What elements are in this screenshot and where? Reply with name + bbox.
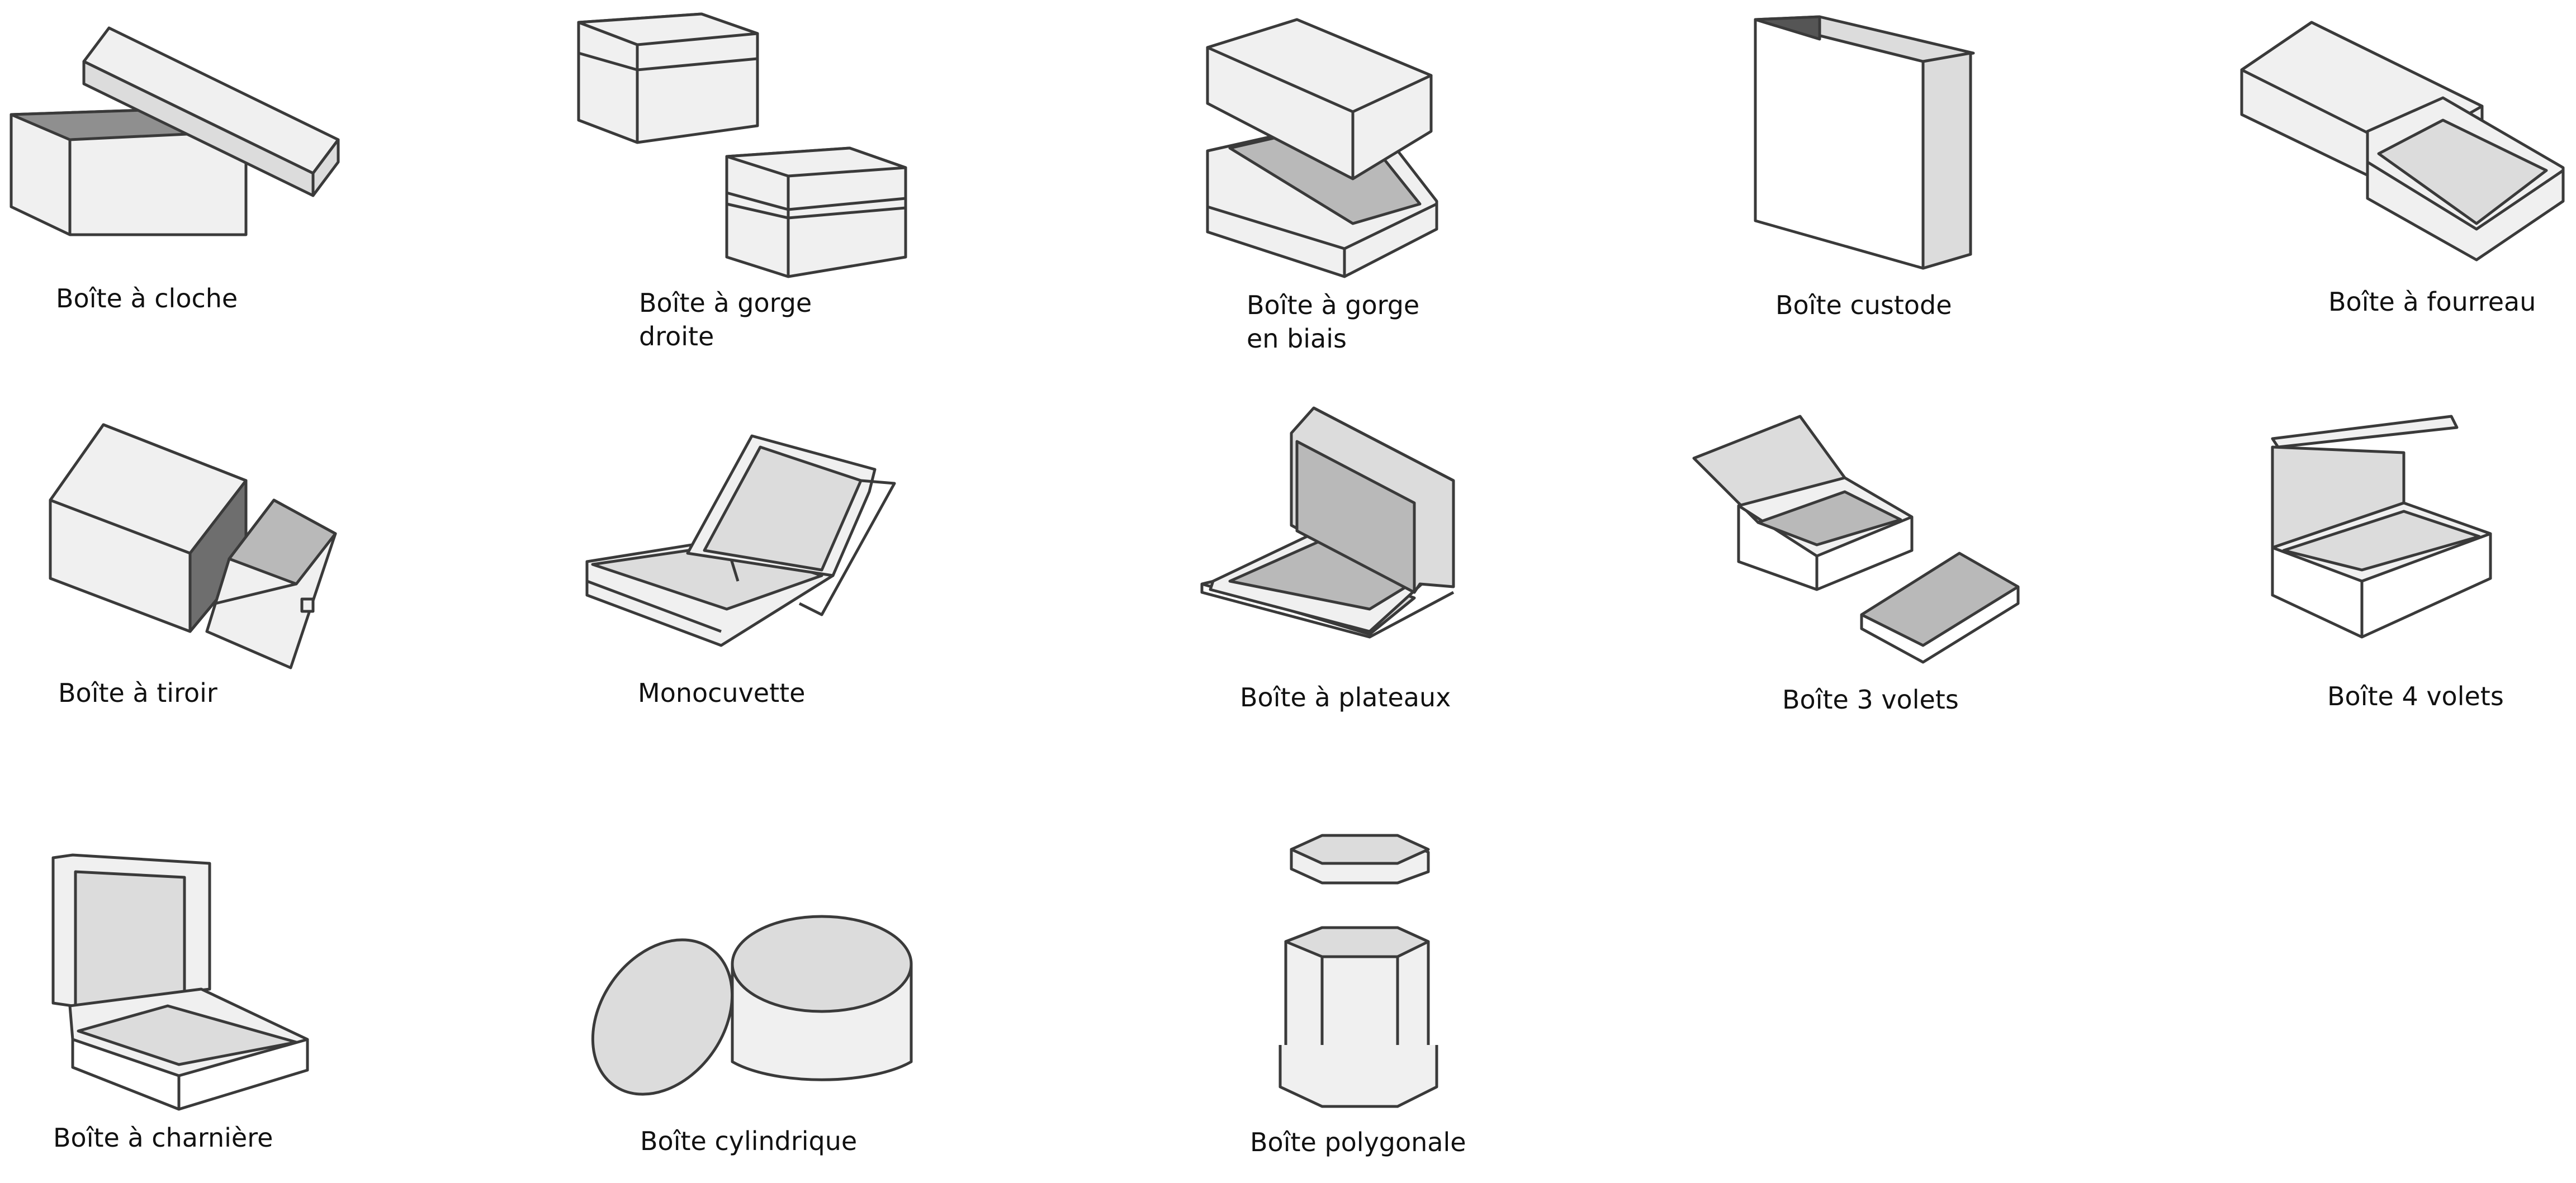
plateaux-box-drawing [1200,406,1455,639]
4-volets-box-drawing [2271,415,2492,639]
label-4-volets: Boîte 4 volets [2327,681,2504,711]
label-cloche: Boîte à cloche [56,283,238,313]
label-gorge-biais-line1: Boîte à gorge [1247,290,1420,320]
label-custode: Boîte custode [1775,290,1952,320]
custode-box-drawing [1754,15,1975,270]
polygonale-box-drawing [1278,834,1438,1108]
cylindrique-box-drawing [591,915,913,1096]
fourreau-box-drawing [2240,21,2565,262]
cloche-box-drawing [10,26,340,236]
label-tiroir: Boîte à tiroir [58,678,217,708]
monocuvette-box-drawing [585,434,896,647]
label-gorge-droite-line2: droite [639,321,714,351]
label-monocuvette: Monocuvette [638,678,806,708]
label-gorge-droite-line1: Boîte à gorge [639,288,812,318]
gorge-biais-box-drawing [1206,18,1438,278]
label-3-volets: Boîte 3 volets [1782,685,1959,715]
label-plateaux: Boîte à plateaux [1240,682,1451,712]
label-cylindrique: Boîte cylindrique [640,1126,858,1156]
label-polygonale: Boîte polygonale [1250,1127,1466,1157]
label-gorge-biais-line2: en biais [1247,324,1347,354]
label-fourreau: Boîte à fourreau [2328,287,2536,317]
tiroir-box-drawing [49,423,337,669]
3-volets-box-drawing [1692,415,2020,664]
charniere-box-drawing [51,853,309,1111]
label-charniere: Boîte à charnière [53,1123,273,1153]
gorge-droite-box-drawing [577,12,907,278]
